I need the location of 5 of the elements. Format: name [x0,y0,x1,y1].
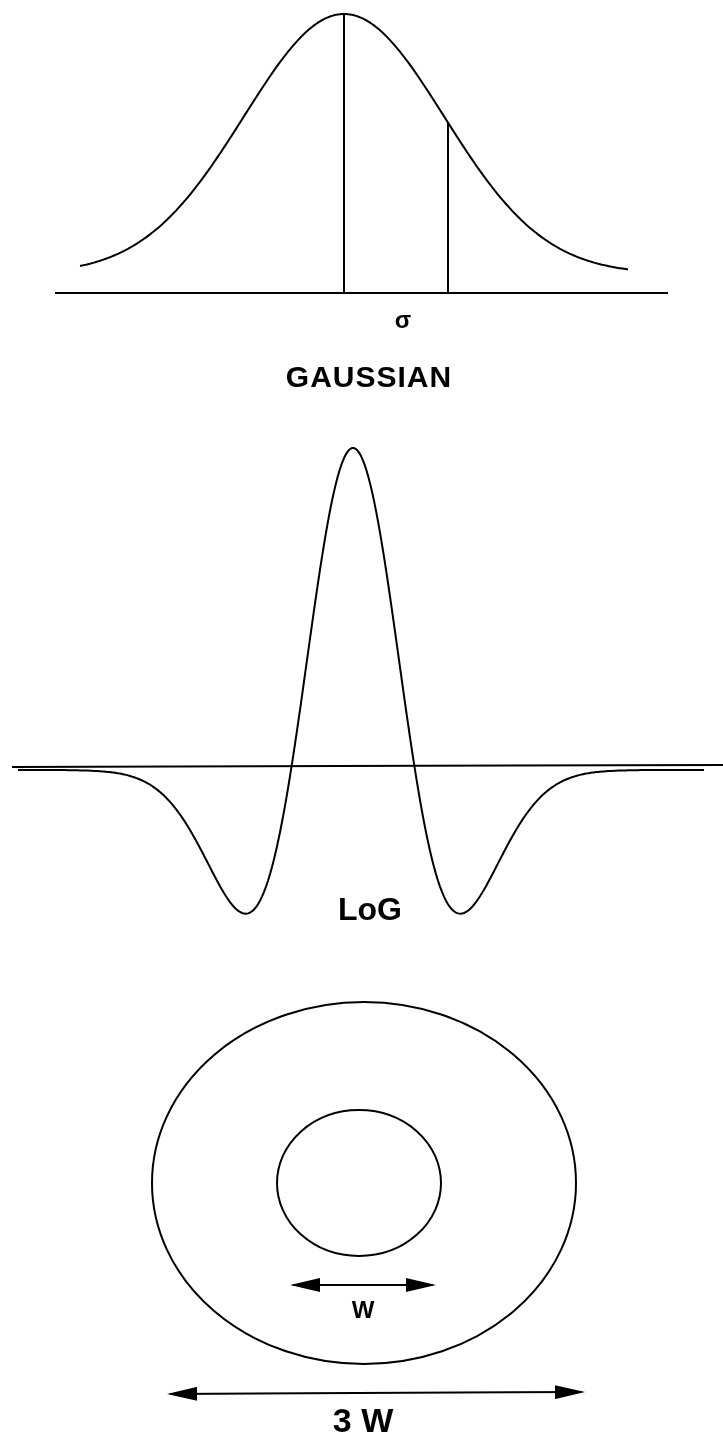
sigma-label: σ [394,308,412,332]
curve-title: LoG [338,893,402,925]
curve-title: GAUSSIAN [285,362,453,392]
dimension-label: W [351,1298,375,1322]
dimension-label: 3 W [332,1403,394,1437]
